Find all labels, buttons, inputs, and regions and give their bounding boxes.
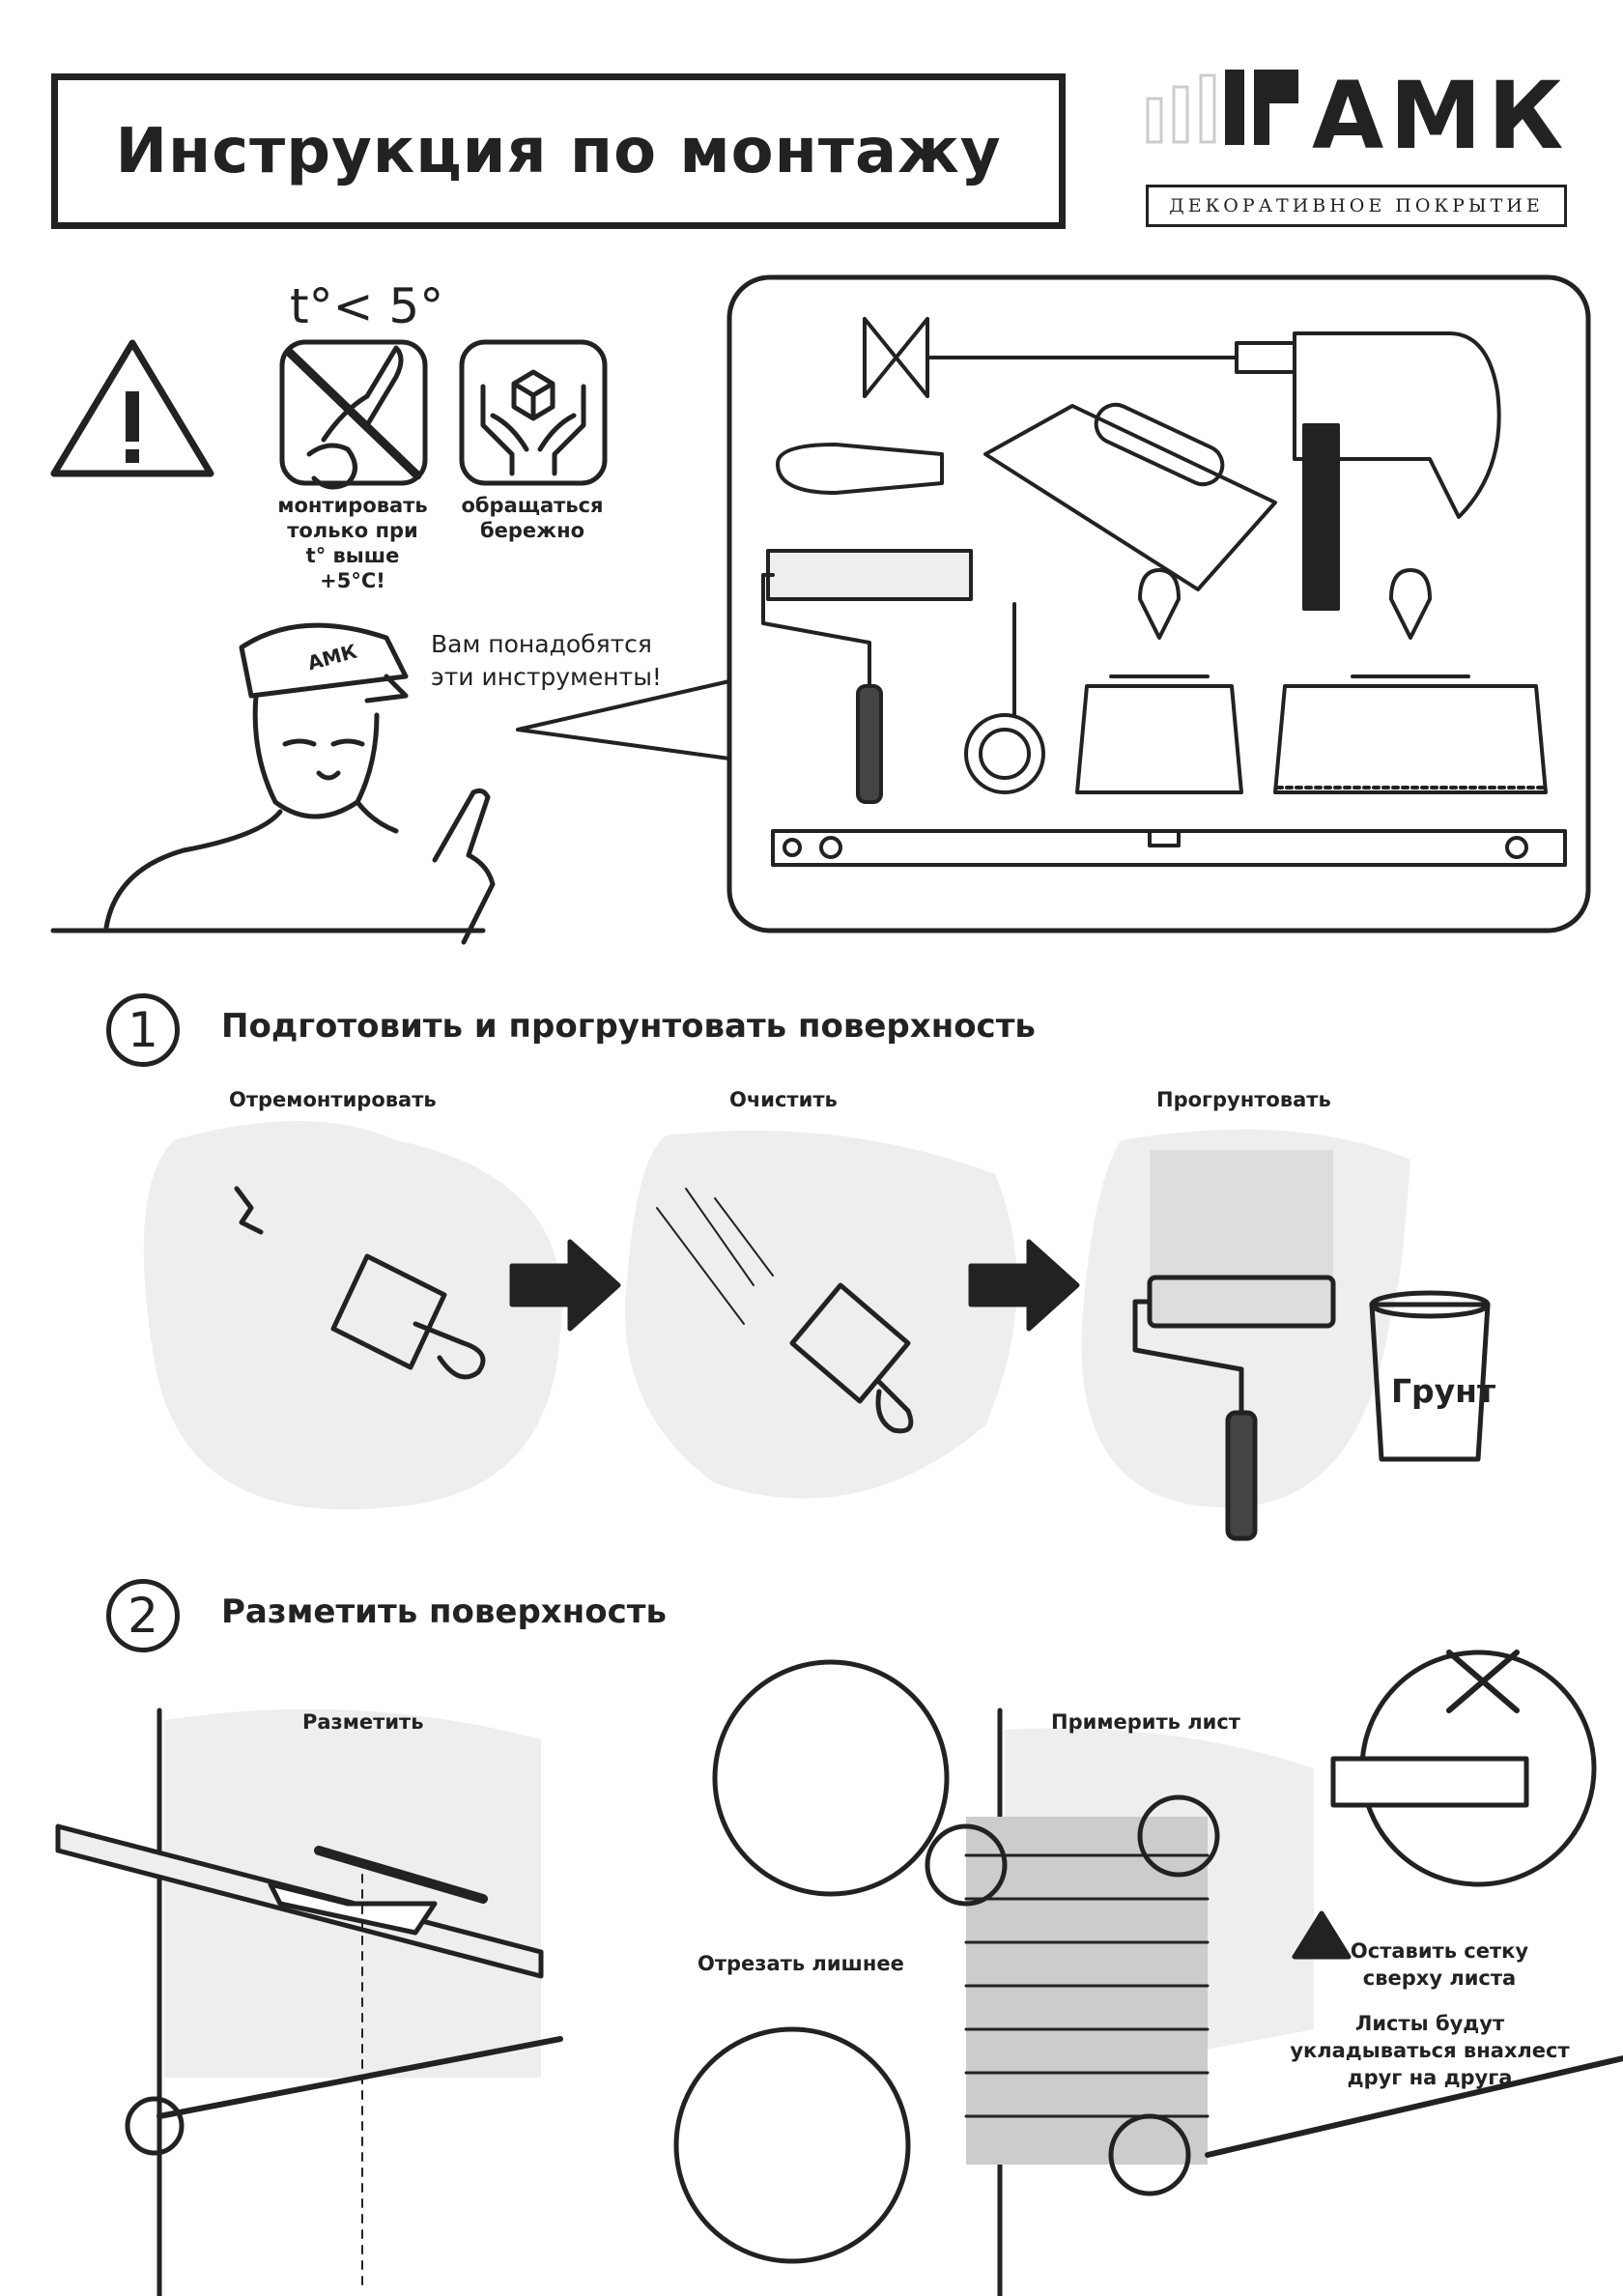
note-line: Оставить сетку	[1350, 1939, 1529, 1963]
warning-triangle-icon	[50, 339, 214, 477]
handle-caption: обращаться бережно	[452, 493, 612, 543]
mark-label: Разметить	[302, 1710, 424, 1734]
speech-text: Вам понадобятся эти инструменты!	[431, 628, 662, 694]
caption-line: монтировать	[277, 494, 428, 517]
caption-line: только при	[287, 519, 418, 542]
step2-title: Разметить поверхность	[221, 1593, 667, 1631]
overlap-note: Листы будут укладываться внахлест друг н…	[1285, 2010, 1575, 2091]
temperature-label: t°< 5°	[290, 278, 444, 334]
caption-line: бережно	[479, 519, 584, 542]
logo: АМК	[1143, 70, 1568, 162]
logo-bars-icon	[1146, 70, 1298, 145]
caption-line: обращаться	[461, 494, 604, 517]
fit-label: Примерить лист	[1051, 1710, 1240, 1734]
speech-line: эти инструменты!	[431, 663, 662, 691]
step2-illustrations	[55, 1650, 1623, 2296]
note-line: сверху листа	[1362, 1966, 1517, 1990]
logo-brand: АМК	[1312, 62, 1570, 170]
page-title-box: Инструкция по монтажу	[51, 73, 1066, 229]
temperature-caption: монтировать только при t° выше +5°C!	[270, 493, 435, 593]
substep-repair: Отремонтировать	[229, 1088, 437, 1111]
substep-clean: Очистить	[729, 1088, 838, 1111]
tools-illustration	[761, 317, 1567, 867]
bucket-label: Грунт	[1391, 1372, 1496, 1410]
caption-line: t° выше +5°C!	[305, 544, 400, 592]
step1-number: 1	[106, 993, 180, 1067]
cut-label: Отрезать лишнее	[698, 1952, 904, 1975]
note-line: друг на друга	[1347, 2066, 1513, 2089]
note-line: укладываться внахлест	[1290, 2039, 1570, 2062]
step1-title: Подготовить и прогрунтовать поверхность	[221, 1007, 1036, 1046]
page-title: Инструкция по монтажу	[115, 115, 1002, 187]
speech-line: Вам понадобятся	[431, 630, 652, 658]
step2-number: 2	[106, 1579, 180, 1652]
tools-panel	[726, 274, 1591, 933]
step1-illustrations	[143, 1121, 1491, 1541]
warning-note-mesh: Оставить сетку сверху листа	[1343, 1937, 1536, 1992]
worker-illustration	[50, 622, 731, 945]
note-line: Листы будут	[1354, 2012, 1505, 2035]
logo-subtitle: ДЕКОРАТИВНОЕ ПОКРЫТИЕ	[1146, 185, 1567, 227]
no-low-temperature-icon	[279, 339, 428, 490]
substep-prime: Прогрунтовать	[1156, 1088, 1331, 1111]
handle-with-care-icon	[459, 339, 608, 486]
